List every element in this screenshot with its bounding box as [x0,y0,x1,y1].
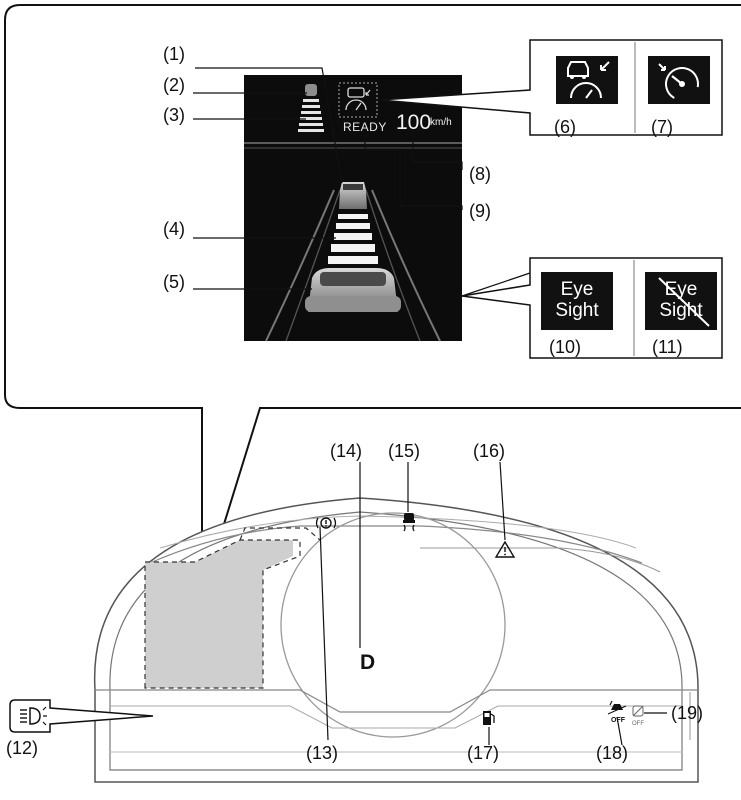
lane-off-label: OFF [611,717,625,724]
cluster-upper-band [149,525,643,564]
warning-triangle-icon [494,540,516,558]
lane-departure-off-icon [607,700,627,715]
display-area-highlight [145,540,293,688]
vehicle-skid-icon [403,513,415,532]
lead-vehicle-graphic [339,182,367,209]
center-dial-ring [280,512,506,738]
eyesight-off-label: OFF [632,721,644,727]
callout-2: (2) [163,75,185,95]
callout-15: (15) [388,441,421,461]
ready-indicator: READY [343,120,387,134]
callout-6: (6) [554,117,576,137]
eyesight-off-line2: Sight [659,300,703,321]
callout-3: (3) [163,105,185,125]
callout-13: (13) [306,743,339,763]
callout-17: (17) [467,743,500,763]
callout-1: (1) [163,44,185,64]
eyesight-off-line1: Eye [664,279,698,300]
callout-5: (5) [163,272,185,292]
road-right-inner [365,189,421,342]
callout-11: (11) [652,337,683,357]
cruise-icons-box [379,39,723,136]
eyesight-off-slash [658,277,710,327]
callout-4: (4) [163,219,185,239]
callout-9: (9) [469,201,491,221]
cluster-lower-band [95,689,698,713]
own-vehicle-graphic [305,268,401,312]
display-area-dashed-wing [239,527,321,541]
callout-14: (14) [330,441,363,461]
callout-8: (8) [469,164,491,184]
callout-19: (19) [671,703,704,723]
screen-cruise-icon [338,82,378,118]
road-left-inner [285,189,341,342]
instrument-cluster [93,497,699,783]
cluster-right-wing [420,547,661,573]
mini-distance-bars [298,99,324,132]
eyesight-on-line1: Eye [560,279,594,300]
road-right-edge [371,189,441,342]
callout-7: (7) [651,117,673,137]
following-distance-bars [328,214,378,264]
callout-panel-outline [4,4,741,596]
headlight-icon [20,706,47,726]
brake-warning-icon [315,517,337,529]
eyesight-off-icon [632,705,644,717]
eyesight-off-icon-tile: Eye Sight [645,272,717,330]
eyesight-on-line2: Sight [555,300,599,321]
callout-16: (16) [473,441,506,461]
cluster-leader-lines [319,461,667,746]
gear-position-indicator: D [360,651,376,674]
eyesight-on-icon: Eye Sight [541,272,613,330]
callout-12: (12) [6,738,39,758]
set-speed-unit: km/h [430,117,452,128]
headlight-icon-callout [9,699,154,733]
set-speed-value: 100 [396,111,432,134]
cruise-car-speedometer-icon [556,56,618,104]
callout-18: (18) [596,743,629,763]
fuel-icon [483,711,495,725]
speedometer-icon [648,56,710,104]
road-left-edge [265,189,335,342]
callout-10: (10) [549,337,582,357]
mini-lead-car-icon [305,84,317,96]
cluster-lower-band-2 [110,705,682,729]
